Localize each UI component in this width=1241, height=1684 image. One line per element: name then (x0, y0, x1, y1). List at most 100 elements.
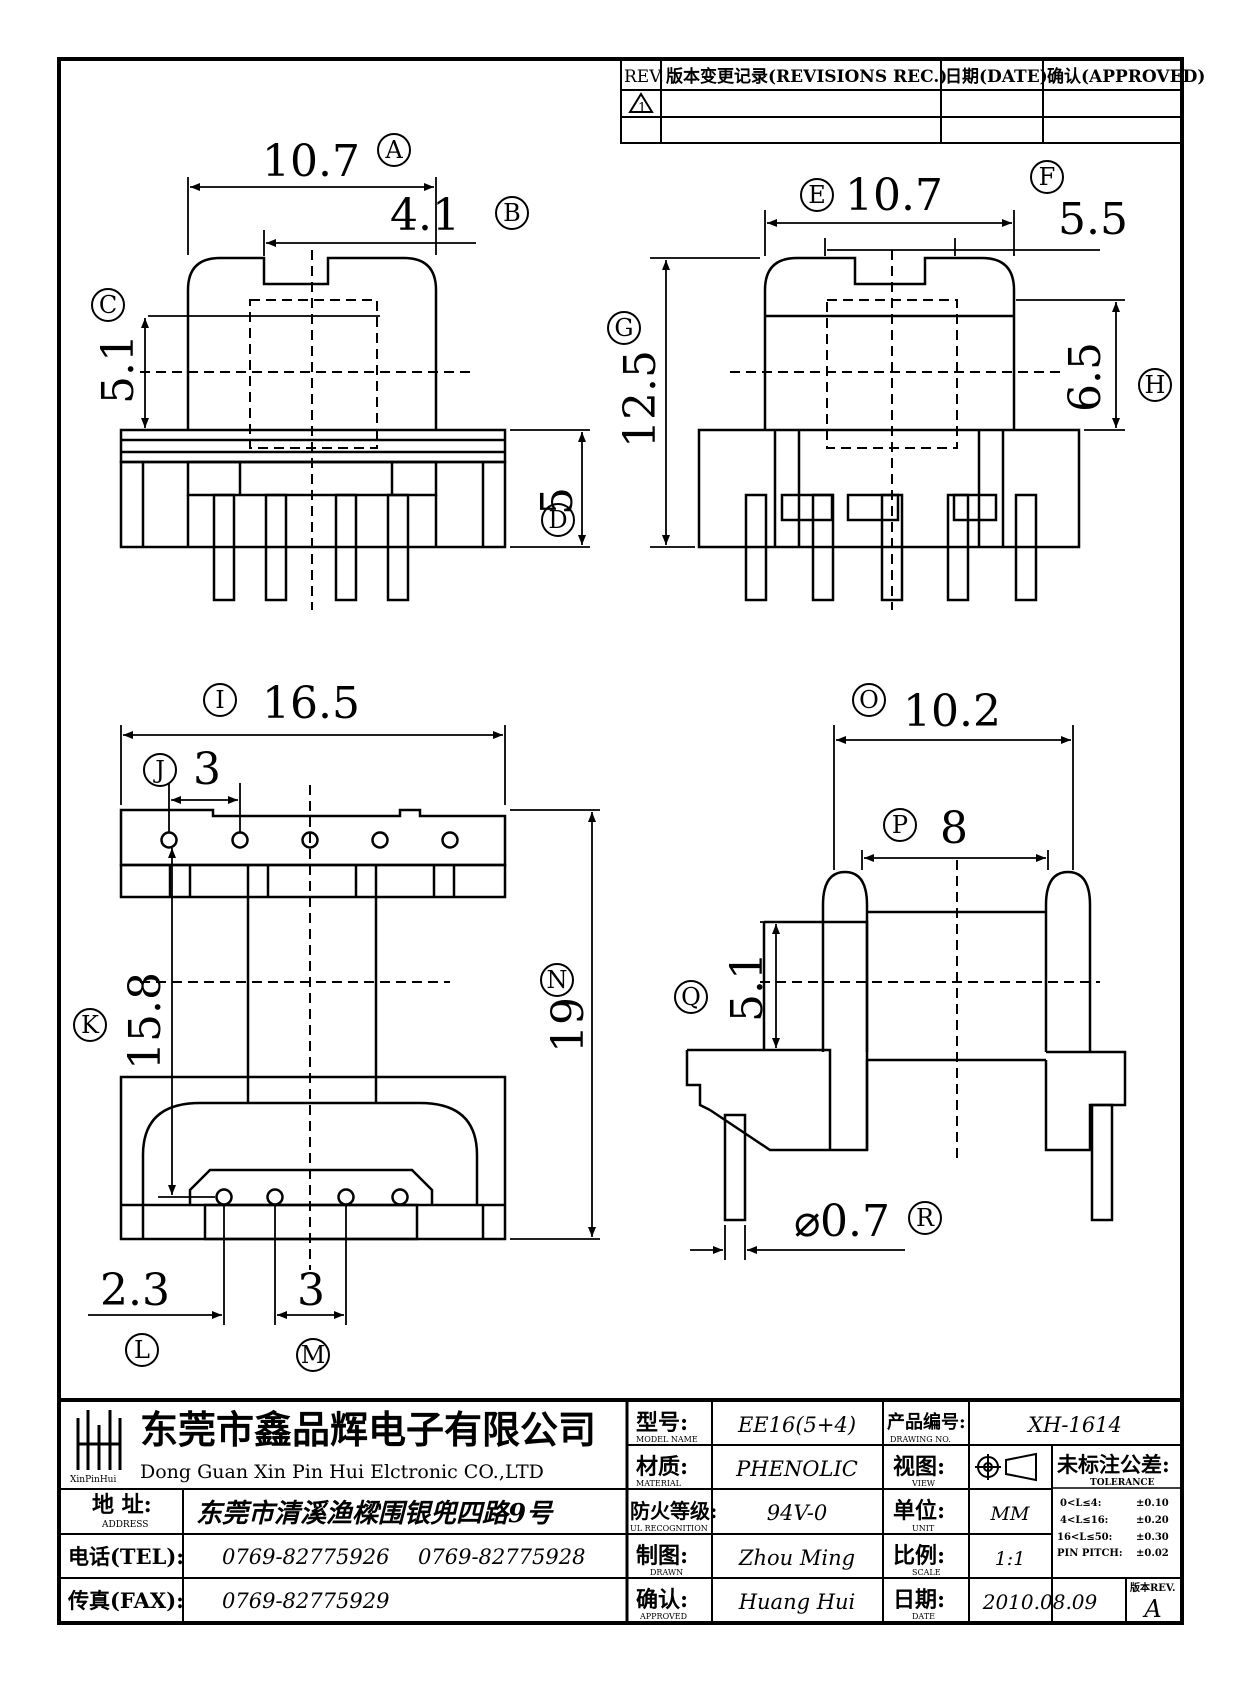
date-value: 2010.08.09 (982, 1590, 1098, 1614)
company-logo (76, 1410, 122, 1470)
dim-value-i: 16.5 (262, 678, 360, 729)
rev-label: REV. (624, 67, 664, 87)
model-label-en: MODEL NAME (636, 1435, 698, 1444)
letter-r: R (916, 1204, 935, 1232)
section-view-hidden (760, 860, 1100, 1160)
tol-range-2: 4<L≤16: (1060, 1515, 1108, 1526)
tol-range-1: 0<L≤4: (1060, 1498, 1101, 1509)
tol-value-1: ±0.10 (1136, 1498, 1169, 1509)
material-label: 材质: (636, 1454, 688, 1480)
dim-value-p: 8 (940, 803, 968, 854)
letter-i: I (215, 686, 224, 714)
tel-label: 电话(TEL): (68, 1544, 184, 1569)
rev-value: A (1142, 1595, 1161, 1623)
dim-value-k: 15.8 (120, 972, 171, 1070)
scale-value: 1:1 (995, 1548, 1026, 1570)
drawn-value: Zhou Ming (738, 1546, 855, 1570)
title-block (59, 1398, 1182, 1623)
approved-label: 确认: (636, 1587, 688, 1613)
letter-j: J (152, 756, 165, 784)
unit-label: 单位: (893, 1498, 945, 1524)
tol-range-3: 16<L≤50: (1057, 1532, 1112, 1543)
revision-triangle-icon (628, 92, 654, 113)
circled-letters (73, 133, 1172, 1372)
fax-label: 传真(FAX): (67, 1588, 184, 1613)
dim-value-h: 6.5 (1060, 342, 1111, 412)
dim-value-e: 10.7 (845, 170, 943, 221)
address-label: 地 址: (92, 1492, 152, 1518)
date-label: 日期: (893, 1587, 945, 1613)
approved-value: Huang Hui (738, 1590, 856, 1614)
drawn-label: 制图: (636, 1543, 688, 1569)
tol-range-4: PIN PITCH: (1057, 1548, 1123, 1559)
dim-value-b: 4.1 (390, 190, 460, 241)
dim-value-g: 12.5 (615, 350, 666, 448)
side-view-hidden (730, 250, 1060, 610)
letter-b: B (503, 199, 521, 227)
view-label-en: VIEW (911, 1479, 936, 1488)
dim-value-o: 10.2 (903, 686, 1001, 737)
address-value: 东莞市清溪渔樑围银兜四路9号 (196, 1499, 554, 1529)
dim-value-n: 19 (543, 997, 594, 1053)
bottom-view-dims (88, 725, 600, 1325)
tol-value-3: ±0.30 (1136, 1532, 1169, 1543)
letter-a: A (384, 136, 403, 164)
revisions-date-label: 日期(DATE) (945, 67, 1048, 87)
drawing-no-value: XH-1614 (1026, 1413, 1122, 1437)
letter-f: F (1039, 163, 1056, 191)
rev-label-tb: 版本REV. (1130, 1581, 1175, 1594)
dim-value-m: 3 (297, 1265, 325, 1316)
section-view-dims (690, 725, 1074, 1260)
dim-value-l: 2.3 (100, 1265, 170, 1316)
front-view-dims (141, 177, 590, 548)
bottom-view (119, 808, 507, 1241)
letter-o: O (859, 686, 879, 714)
fax-value: 0769-82775929 (222, 1589, 389, 1613)
third-angle-projection-icon (975, 1452, 1037, 1482)
dim-value-q: 5.1 (722, 952, 773, 1022)
side-view (697, 256, 1081, 602)
section-view (685, 870, 1127, 1222)
drawing-no-label: 产品编号: (887, 1411, 966, 1433)
dim-value-r: 0.7 (820, 1196, 890, 1247)
scale-label: 比例: (893, 1543, 945, 1569)
tol-value-2: ±0.20 (1136, 1515, 1169, 1526)
bottom-view-hidden (140, 785, 450, 1270)
dim-value-j: 3 (193, 744, 221, 795)
address-label-en: ADDRESS (101, 1520, 148, 1530)
letter-p: P (892, 811, 908, 839)
dim-value-c: 5.1 (93, 334, 144, 404)
dim-value-f: 5.5 (1058, 194, 1128, 245)
ul-label-en: UL RECOGNITION (630, 1524, 708, 1533)
letter-l: L (134, 1336, 150, 1364)
revisions-approved-label: 确认(APPROVED) (1047, 66, 1205, 87)
unit-label-en: UNIT (912, 1524, 935, 1533)
front-view-hidden (140, 250, 470, 610)
letter-n: N (547, 966, 568, 994)
letter-e: E (808, 181, 826, 209)
ul-label: 防火等级: (630, 1499, 717, 1523)
letter-m: M (301, 1341, 326, 1369)
tol-value-4: ±0.02 (1136, 1548, 1169, 1559)
revisions-record-label: 版本变更记录(REVISIONS REC.) (666, 66, 947, 87)
dim-value-d: 5 (532, 487, 583, 515)
tel-value-2: 0769-82775928 (418, 1545, 585, 1569)
model-value: EE16(5+4) (737, 1413, 856, 1437)
model-label: 型号: (636, 1410, 688, 1436)
letter-d: D (548, 506, 567, 534)
letter-h: H (1145, 371, 1166, 399)
unit-value: MM (990, 1503, 1030, 1525)
date-label-en: DATE (912, 1612, 935, 1621)
drawn-label-en: DRAWN (650, 1568, 683, 1577)
dim-value-a: 10.7 (262, 136, 360, 187)
letter-g: G (614, 314, 633, 342)
material-label-en: MATERIAL (636, 1479, 682, 1488)
company-name-cn: 东莞市鑫品辉电子有限公司 (140, 1407, 596, 1452)
side-view-dims (650, 210, 1125, 548)
revision-mark: 1 (638, 101, 646, 116)
ul-value: 94V-0 (767, 1501, 827, 1525)
letter-c: C (99, 291, 117, 319)
drawing-no-label-en: DRAWING NO. (890, 1435, 951, 1444)
company-name-en: Dong Guan Xin Pin Hui Elctronic CO.,LTD (140, 1461, 544, 1483)
